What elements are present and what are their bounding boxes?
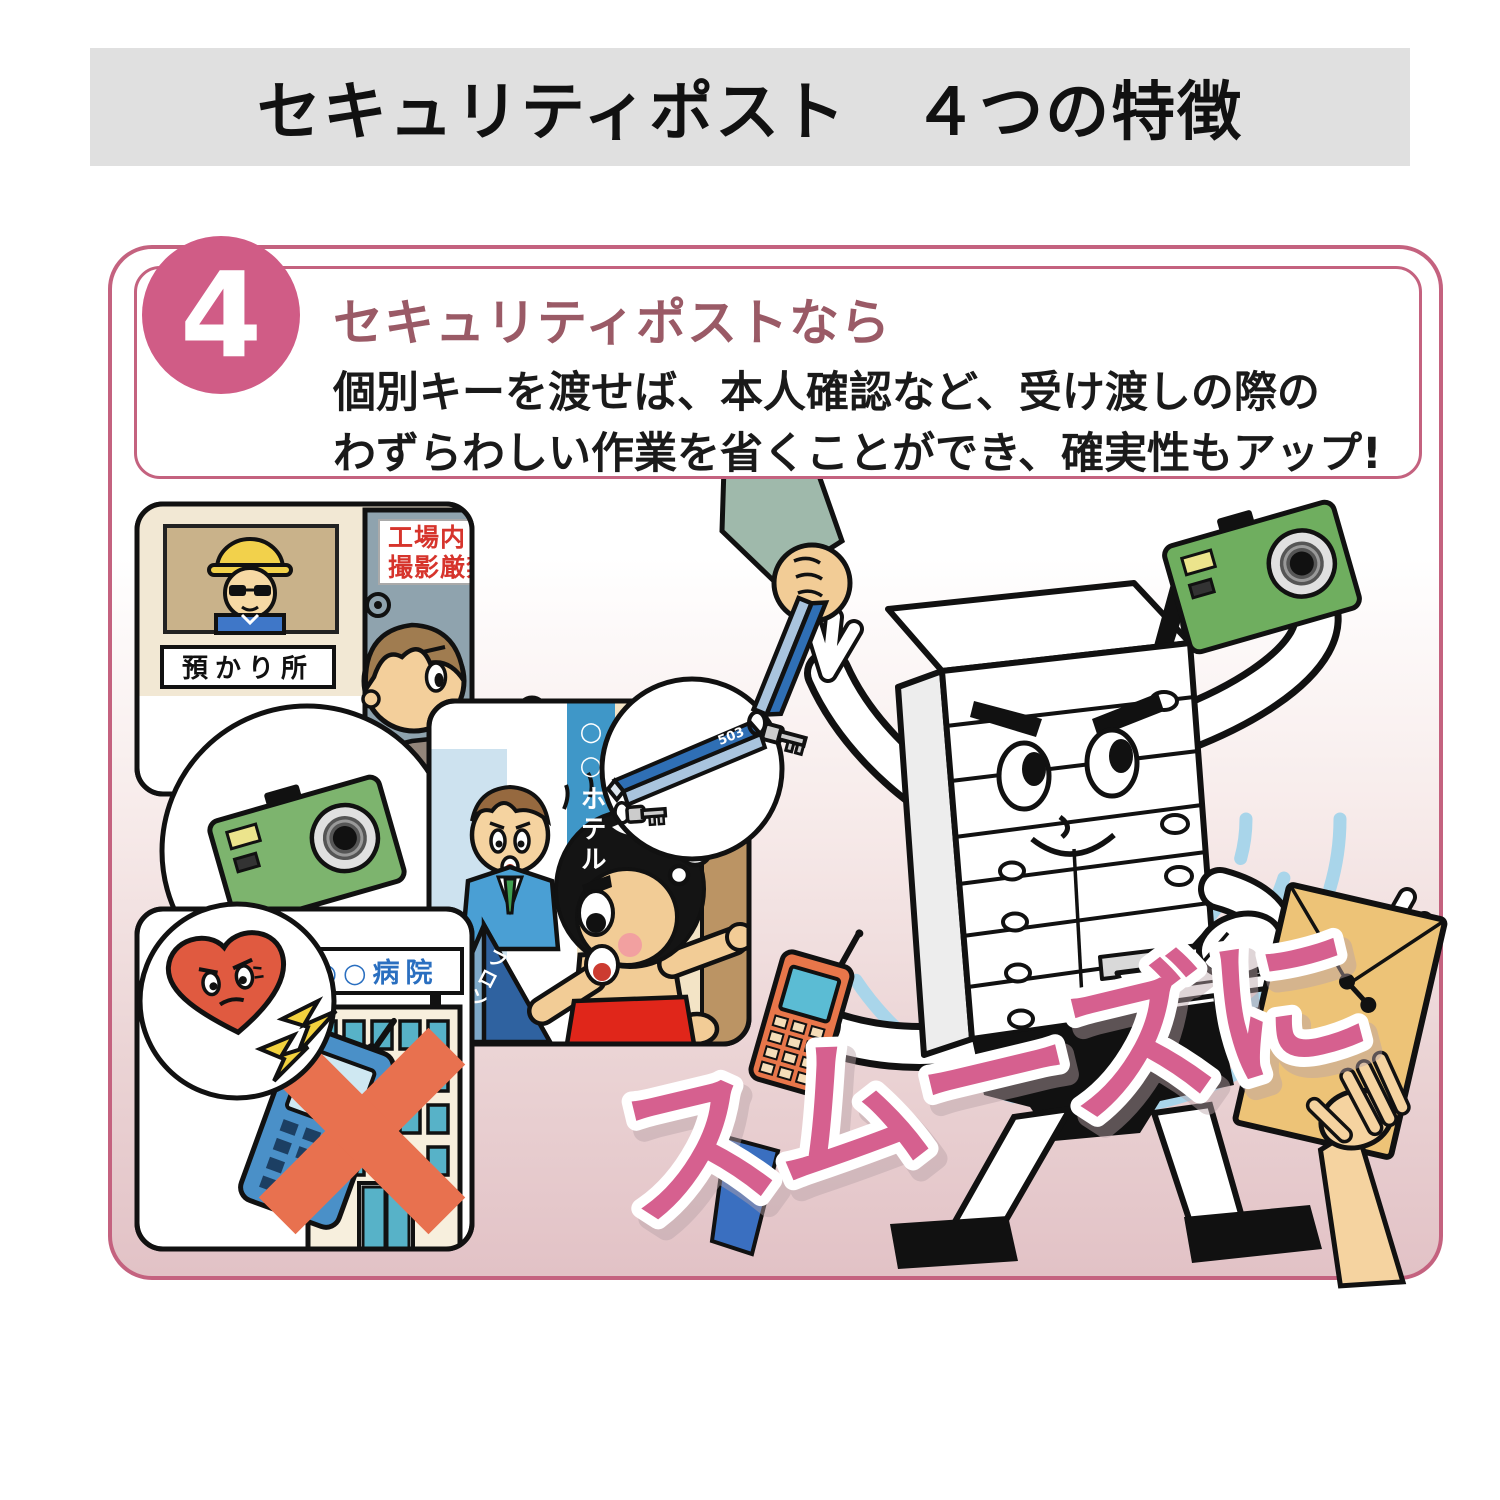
attendant-worker <box>207 537 293 635</box>
depository-sign-text: 預かり所 <box>182 654 314 684</box>
no-photo-sign-line2: 撮影厳禁 <box>388 553 492 582</box>
feature-card: 預かり所 工場内 撮影厳禁 <box>108 236 1448 1289</box>
heart-icon <box>165 930 286 1036</box>
feature-illustration: 預かり所 工場内 撮影厳禁 <box>134 464 1448 1289</box>
page-title: セキュリティポスト ４つの特徴 <box>256 76 1244 150</box>
feature-number: 4 <box>179 246 263 384</box>
mascot-legs <box>890 1101 1322 1269</box>
room-key-icon <box>750 595 830 718</box>
hospital-scene: ○○病院 <box>134 901 475 1252</box>
mascot-hand-front <box>1188 867 1296 980</box>
lightning-icon <box>254 1030 310 1083</box>
lightning-icon <box>276 996 338 1055</box>
feature-number-badge: 4 <box>142 236 300 394</box>
mascot-face <box>970 693 1164 857</box>
camera-icon <box>1162 499 1362 655</box>
prohibited-cross-icon <box>258 1027 466 1235</box>
no-photo-sign-line1: 工場内 <box>388 523 466 552</box>
feature-body-line2: わずらわしい作業を省くことができ、確実性もアップ! <box>333 429 1382 480</box>
bubble-tail-dot <box>667 863 691 887</box>
no-photo-sign <box>378 519 472 585</box>
depository-sign <box>160 645 336 689</box>
feature-body-line1: 個別キーを渡せば、本人確認など、受け渡しの際の <box>333 368 1320 418</box>
handy-phone-icon <box>748 929 864 1097</box>
receiving-hand <box>1305 1050 1411 1289</box>
hotel-scene: フロント <box>426 676 785 1047</box>
envelope-handoff <box>1232 882 1448 1289</box>
key-wedge <box>709 1134 781 1257</box>
feature-text-box: セキュリティポストなら 個別キーを渡せば、本人確認など、受け渡しの際の わずらわ… <box>134 266 1422 479</box>
page-title-bar: セキュリティポスト ４つの特徴 <box>90 48 1410 166</box>
suit-hand-with-key <box>719 464 853 757</box>
hotel-banner-text: ○○ホテル <box>576 717 606 875</box>
feature-heading: セキュリティポストなら <box>333 294 891 352</box>
hardhat-icon <box>214 537 286 571</box>
